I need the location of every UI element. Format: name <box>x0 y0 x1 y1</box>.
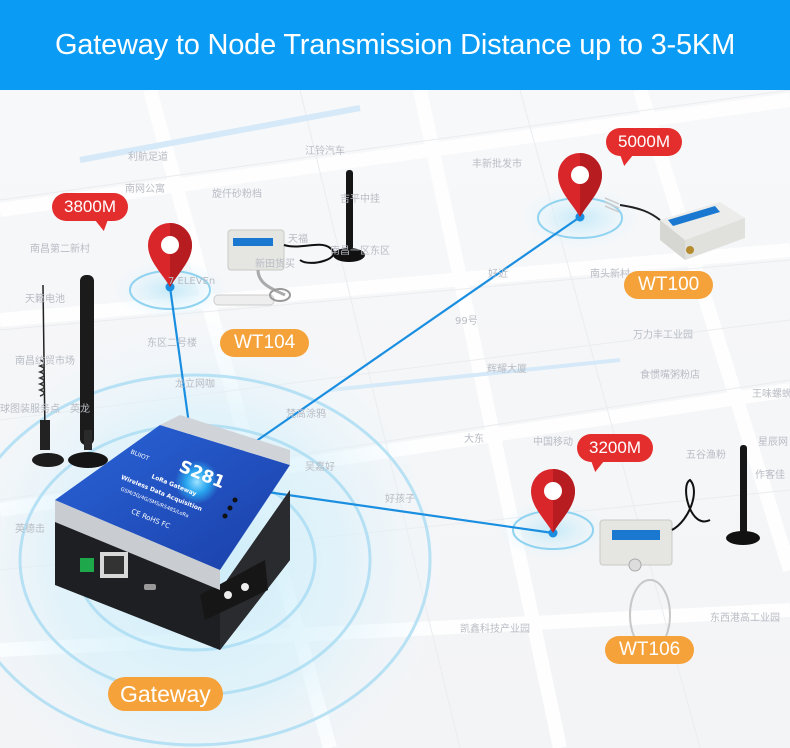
map-background <box>0 90 790 748</box>
network-map-scene: 利航足道 江铃汽车丰新批发市南网公寓 旋仟砂粉档 吉平中挂南昌第二新村 天福南昌一区东区… <box>0 90 790 748</box>
map-label: 东西港高工业园 <box>710 613 780 624</box>
map-label: 中国移动 <box>533 437 573 448</box>
map-label: 好近 <box>488 269 508 280</box>
banner-title: Gateway to Node Transmission Distance up… <box>54 28 736 61</box>
title-banner: Gateway to Node Transmission Distance up… <box>0 0 790 90</box>
distance-bubble-wt100: 5000M <box>606 128 682 156</box>
map-label: 龙立网咖 <box>175 379 215 390</box>
map-label: 王味螺蛳粉(螺丝粉) <box>752 389 790 400</box>
node-name: WT100 <box>638 274 700 295</box>
map-label: 大东 <box>464 434 484 445</box>
gateway-antennas <box>32 275 108 468</box>
map-label: 天籁电池 <box>25 294 65 305</box>
distance-value: 5000M <box>618 132 670 151</box>
node-name: WT104 <box>234 332 296 353</box>
map-label: 南头新村 <box>590 269 630 280</box>
map-label: 南网公寓 <box>125 184 165 195</box>
map-label: 食惯嘴粥粉店 <box>640 370 700 381</box>
map-label: 英德击 <box>15 524 45 535</box>
wt100-device <box>604 197 745 260</box>
node-tag-wt100: WT100 <box>624 271 714 299</box>
map-label: 天福 <box>288 234 308 245</box>
gateway-device <box>55 415 290 650</box>
map-label: 五谷渔粉 <box>686 450 726 461</box>
distance-bubble-wt104: 3800M <box>52 193 128 221</box>
map-label: 吉平中挂 <box>340 194 380 205</box>
map-label: 南昌纺贸市场 <box>15 356 75 367</box>
distance-value: 3200M <box>589 438 641 457</box>
map-label: 7 ELEVEn <box>168 276 216 287</box>
map-label: 梵高涂鸦 <box>286 409 326 420</box>
map-label: 99号 <box>455 316 478 327</box>
pin-wt100 <box>558 153 602 217</box>
node-name: WT106 <box>619 639 681 660</box>
map-label: 丰新批发市 <box>472 159 522 170</box>
pin-wt106 <box>531 469 575 533</box>
wt106-device <box>599 445 760 651</box>
pin-wt104 <box>148 223 192 287</box>
map-label: 东区二号楼 <box>147 338 197 349</box>
map-label: 利航足道 <box>128 152 168 163</box>
gateway-name: Gateway <box>120 681 211 707</box>
map-label: 辉耀大厦 <box>487 364 527 375</box>
map-label: 吴嘉好 <box>305 462 335 473</box>
node-tag-wt104: WT104 <box>220 329 310 357</box>
distance-value: 3800M <box>64 197 116 216</box>
map-label: 南昌第二新村 <box>30 244 90 255</box>
map-label: 球图装服务点 <box>0 404 60 415</box>
map-label: 星辰网 <box>758 437 788 448</box>
map-label: 作客佳 <box>755 470 785 481</box>
map-label: 新田货买 <box>255 259 295 270</box>
map-label: 南昌一区东区 <box>330 246 390 257</box>
map-label: 好孩子 <box>385 494 415 505</box>
gateway-tag: Gateway <box>108 677 223 711</box>
map-label: 万力丰工业园 <box>633 330 693 341</box>
map-label: 旋仟砂粉档 <box>212 189 262 200</box>
wt104-device <box>213 170 365 306</box>
map-label: 英龙 <box>70 404 90 415</box>
distance-bubble-wt106: 3200M <box>577 434 653 462</box>
map-label: 凯鑫科技产业园 <box>460 624 530 635</box>
node-tag-wt106: WT106 <box>605 636 695 664</box>
map-label: 江铃汽车 <box>305 146 345 157</box>
